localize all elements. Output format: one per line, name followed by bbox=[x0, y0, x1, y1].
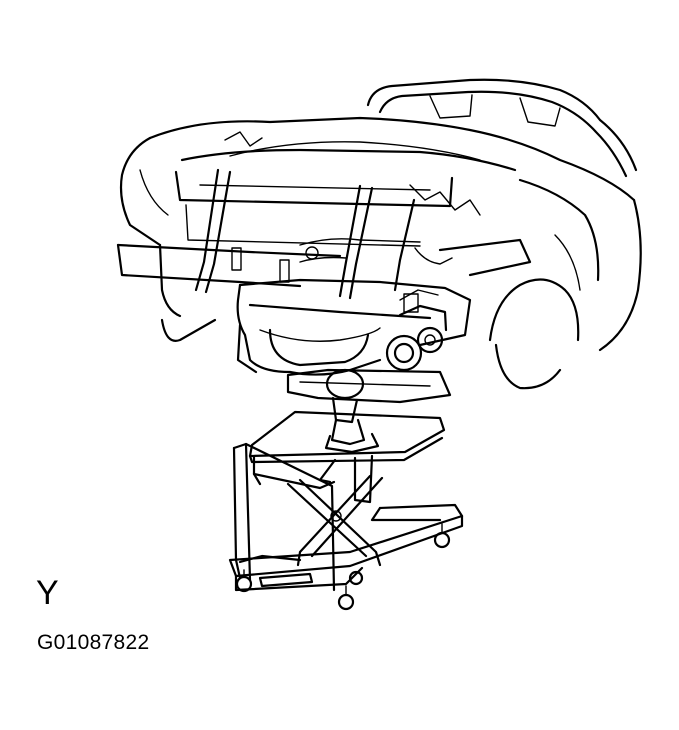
vehicle-body bbox=[116, 78, 642, 390]
view-label: Y bbox=[36, 574, 59, 612]
lift-table bbox=[228, 410, 464, 611]
jack-adaptor-plate bbox=[286, 368, 452, 454]
engine-transmission-assembly bbox=[236, 238, 472, 376]
figure-id: G01087822 bbox=[37, 631, 150, 654]
